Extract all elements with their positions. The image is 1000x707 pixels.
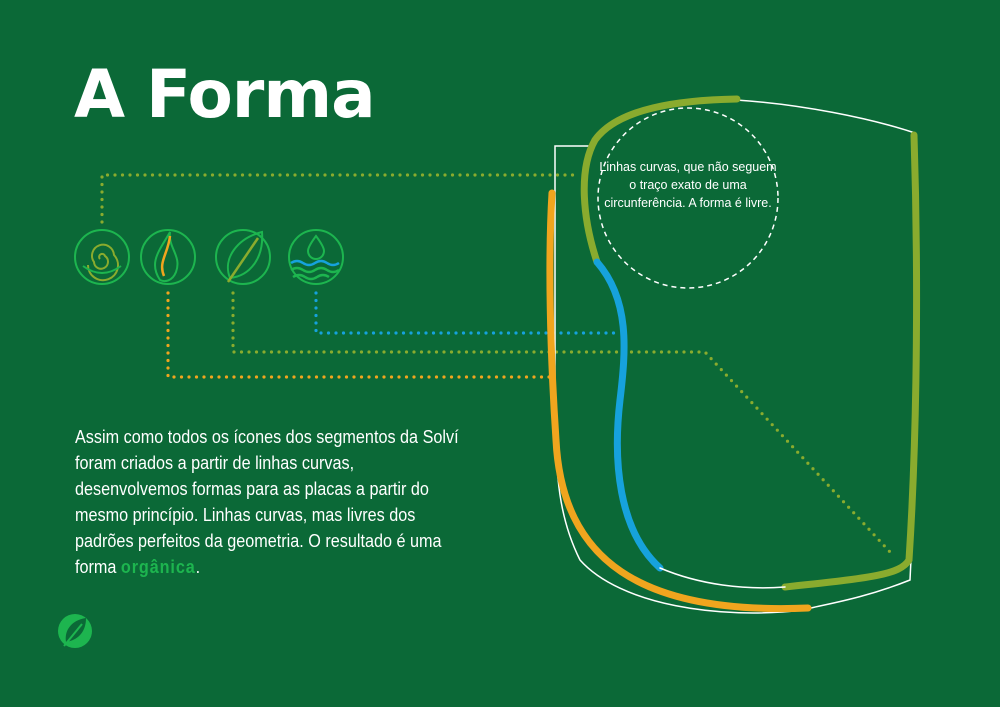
connector-olive-middle [231,291,892,554]
shape-olive-right [781,131,921,591]
organic-shape [546,95,921,614]
page-title: A Forma [74,56,376,133]
shape-blue-curve [593,258,664,572]
callout-circle [597,107,779,289]
body-highlight: orgânica [120,557,196,577]
leaf-logo-icon [58,614,92,648]
connector-blue [314,291,617,335]
leaf-icon [215,229,271,285]
shape-outline [554,99,918,614]
body-text-end: . [195,557,201,577]
body-text: Assim como todos os ícones dos segmentos… [75,427,459,577]
connector-lines [100,173,892,554]
shape-olive-arc [580,95,741,266]
flame-icon [140,229,196,285]
connector-orange [166,291,552,379]
shape-bottom-line [659,567,786,589]
callout-text: Linhas curvas, que não seguem o traço ex… [599,160,777,210]
water-drop-icon [288,229,344,285]
connector-olive-top [100,173,582,224]
shape-orange-curve [546,189,812,613]
spiral-icon [74,229,130,285]
body-paragraph: Assim como todos os ícones dos segmentos… [75,424,462,580]
